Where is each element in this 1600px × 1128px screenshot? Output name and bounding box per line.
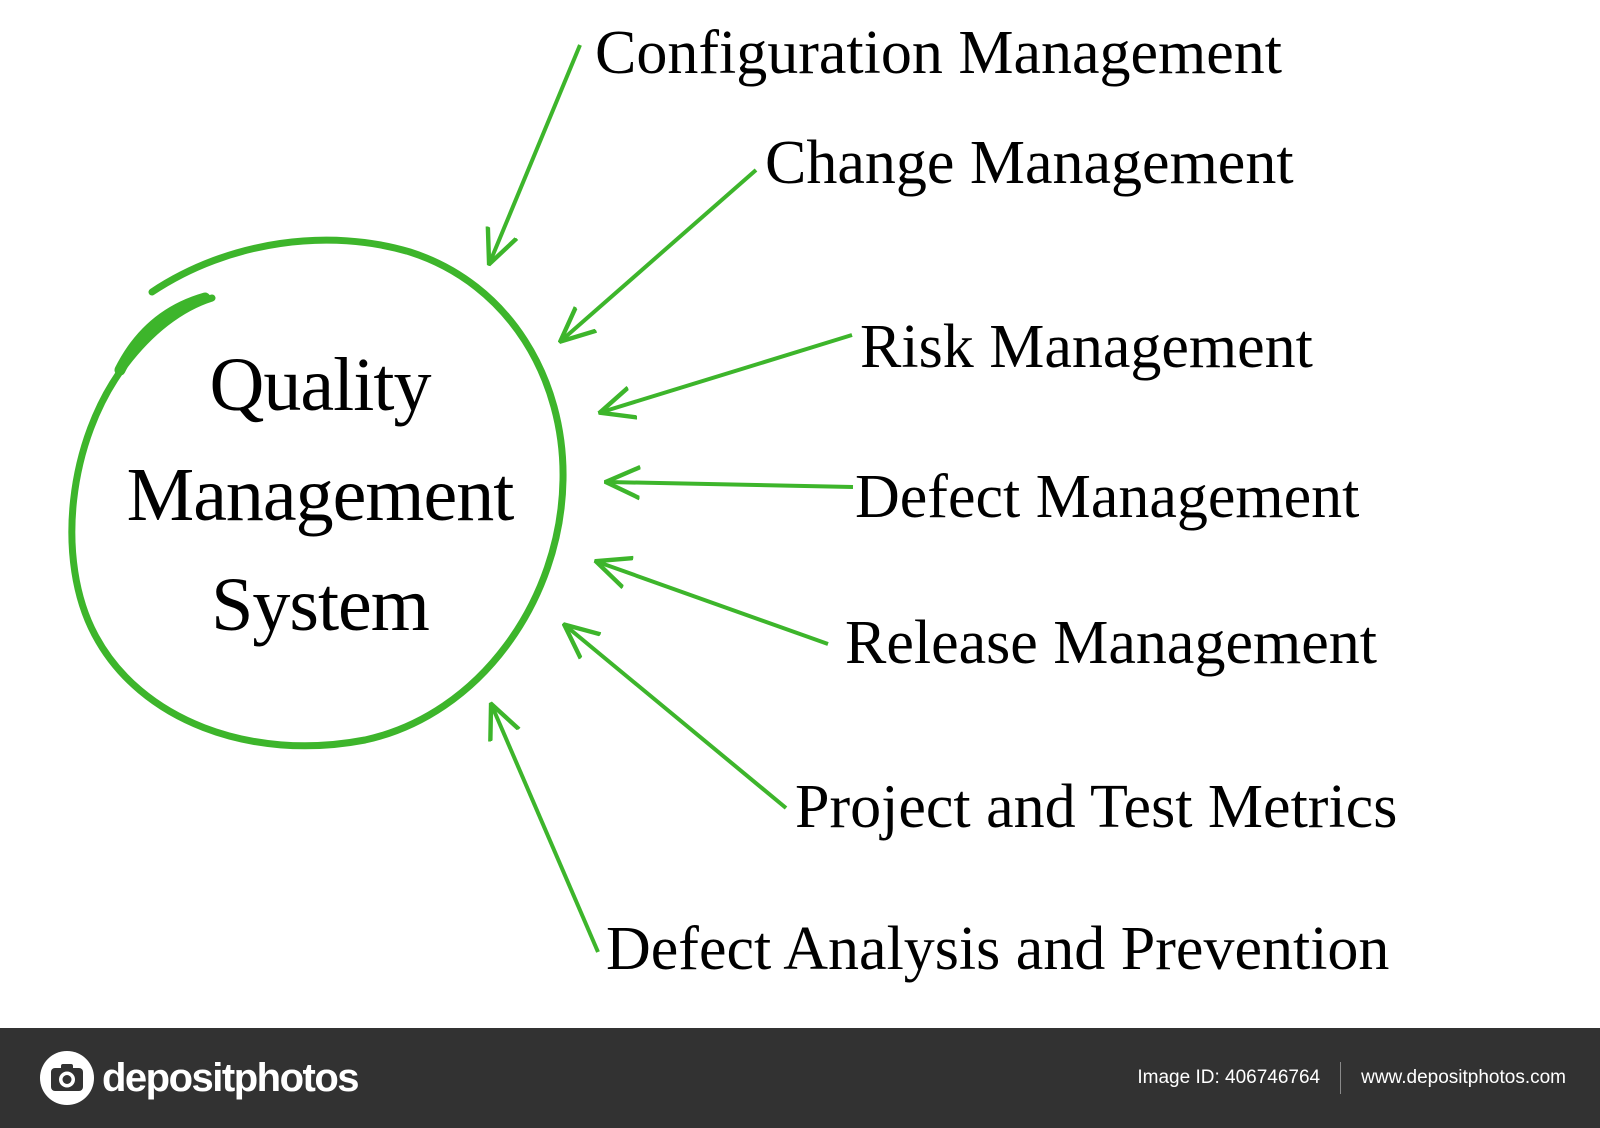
arrow-risk-management <box>602 333 853 412</box>
center-node-line: System <box>211 563 430 647</box>
center-node-line: Management <box>126 453 515 537</box>
footer-divider <box>1340 1062 1342 1094</box>
center-circle <box>68 236 567 750</box>
diagram-canvas: Quality Management System Configuration … <box>68 19 1398 983</box>
image-id: Image ID: 406746764 <box>1137 1067 1321 1088</box>
center-node-title: Quality Management System <box>95 330 545 660</box>
arrow-project-and-test-metrics <box>566 626 788 810</box>
brand-logo[interactable]: depositphotos <box>38 1049 360 1107</box>
site-url-link[interactable]: www.depositphotos.com <box>1361 1067 1566 1088</box>
label-release-management: Release Management <box>845 609 1377 677</box>
diagram-graphics <box>68 44 854 953</box>
arrow-change-management <box>562 168 758 340</box>
label-defect-analysis-and-prevention: Defect Analysis and Prevention <box>606 915 1390 983</box>
arrow-defect-management <box>608 482 854 487</box>
footer-bar: depositphotos Image ID: 406746764 www.de… <box>0 1028 1600 1128</box>
label-risk-management: Risk Management <box>860 313 1313 381</box>
arrow-defect-analysis-and-prevention <box>492 706 600 953</box>
label-defect-management: Defect Management <box>855 463 1360 531</box>
footer-meta: Image ID: 406746764 www.depositphotos.co… <box>1137 1062 1566 1094</box>
camera-icon <box>40 1051 94 1105</box>
label-change-management: Change Management <box>765 129 1294 197</box>
arrow-release-management <box>598 562 829 646</box>
brand-name: depositphotos <box>102 1055 360 1100</box>
arrow-configuration-management <box>490 44 582 262</box>
label-project-and-test-metrics: Project and Test Metrics <box>795 773 1398 841</box>
center-node-line: Quality <box>209 343 432 427</box>
label-configuration-management: Configuration Management <box>595 19 1282 87</box>
